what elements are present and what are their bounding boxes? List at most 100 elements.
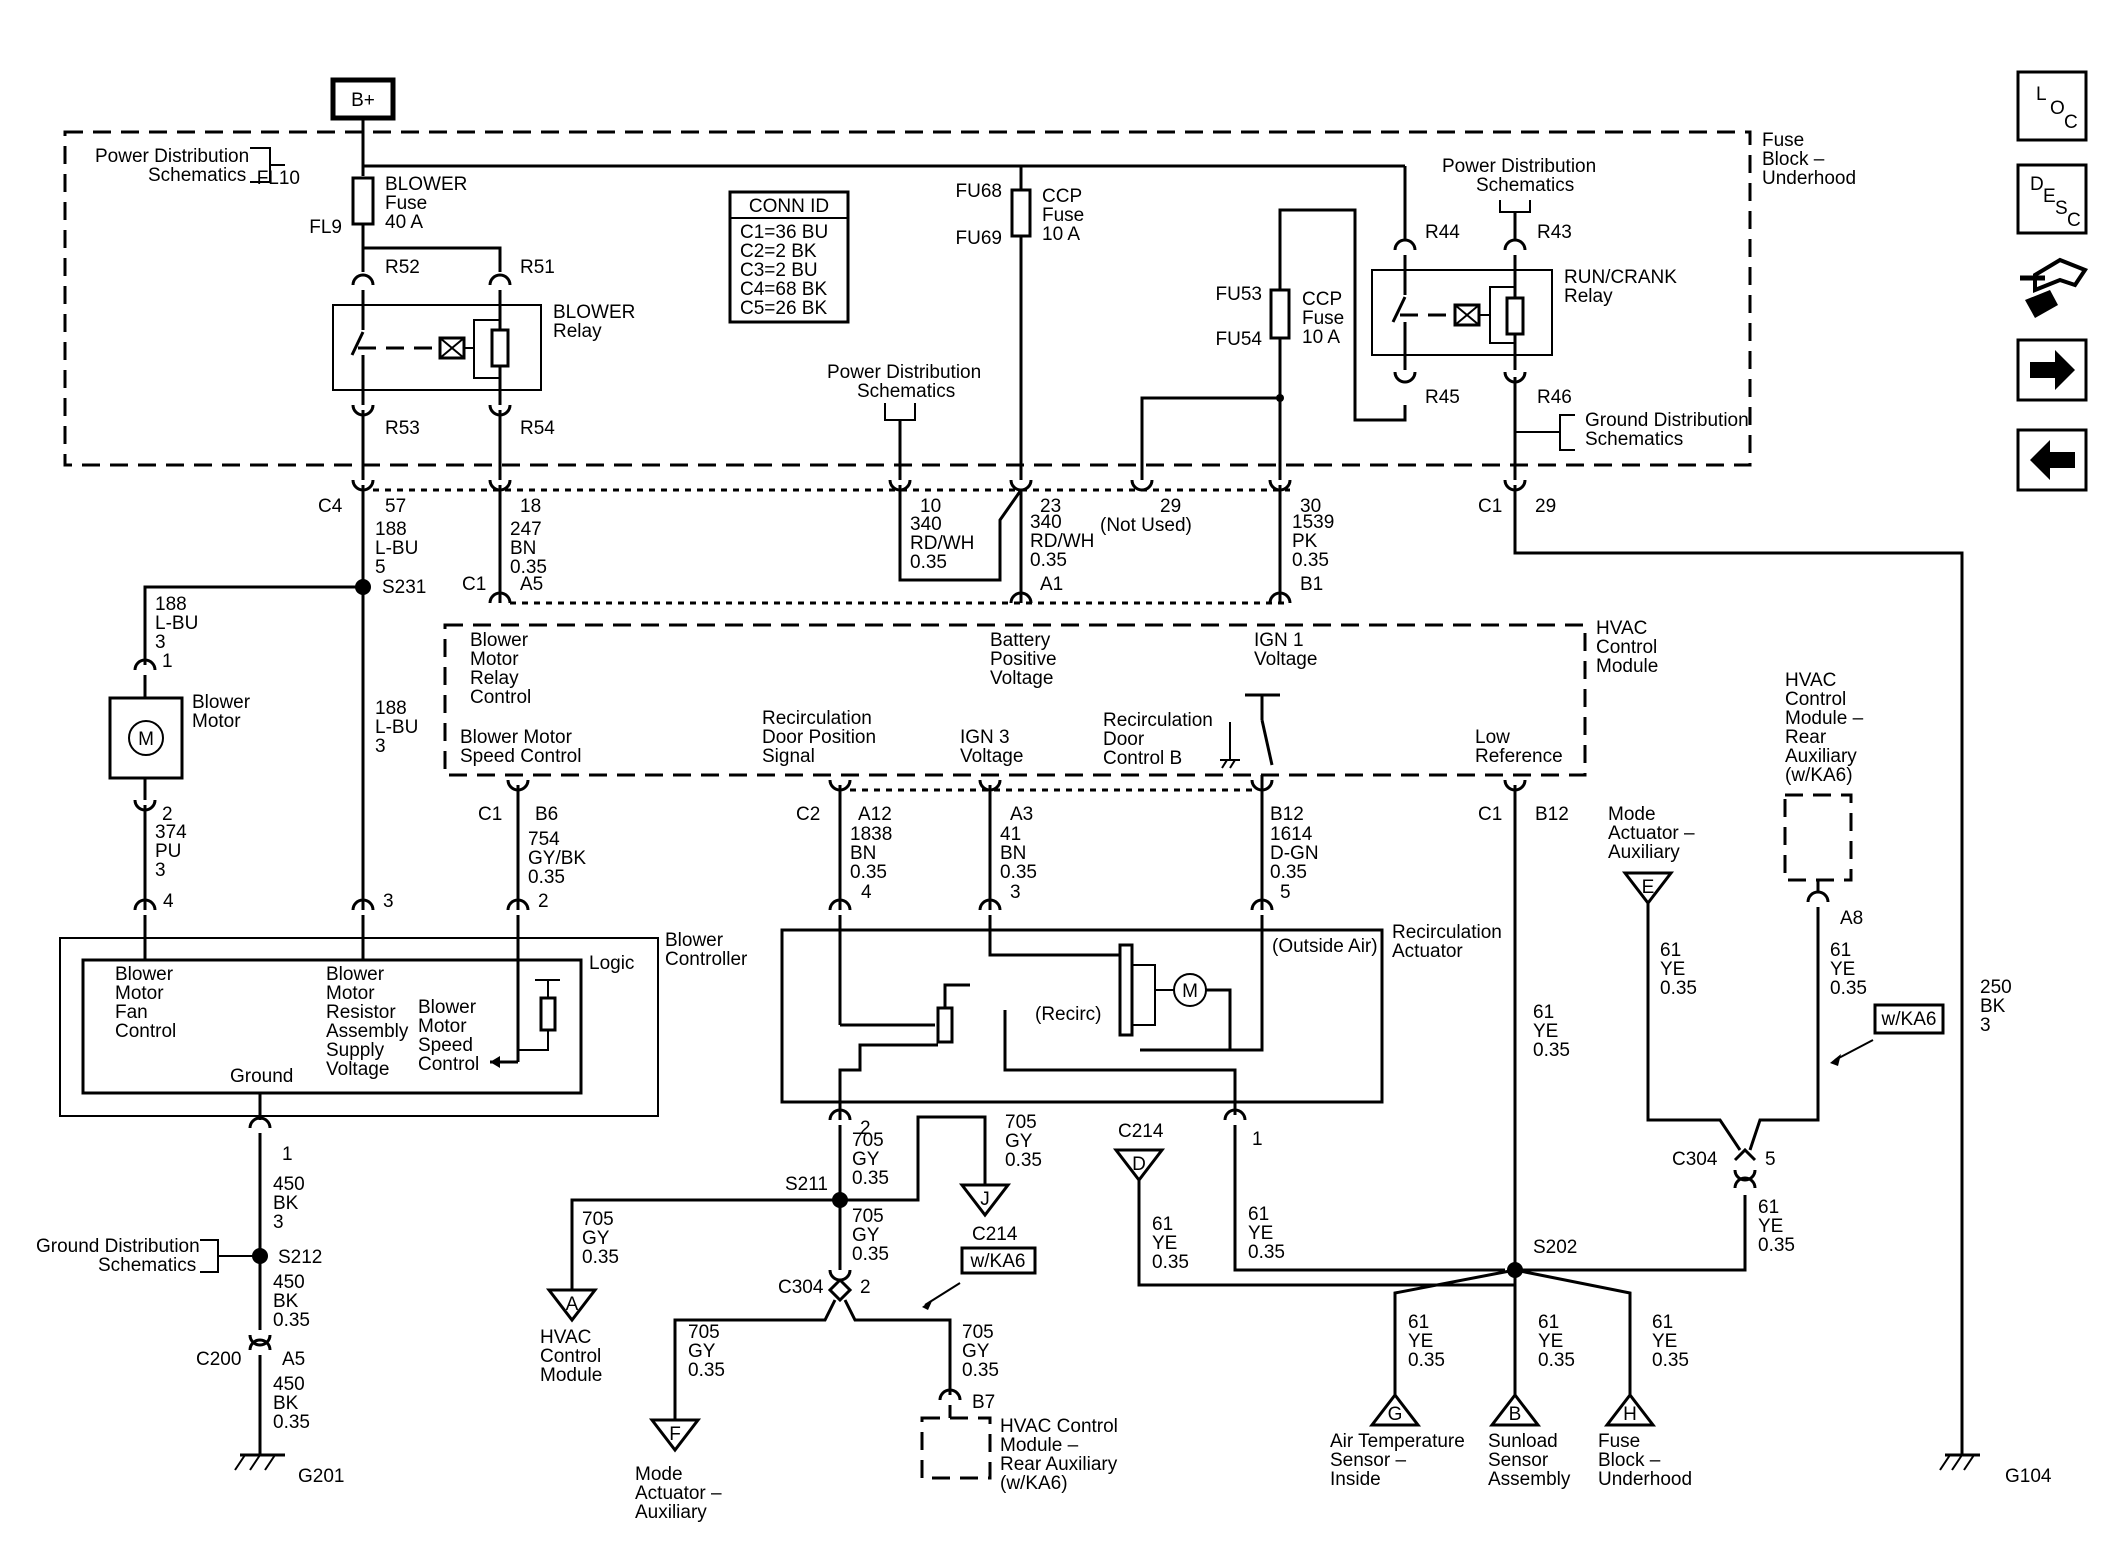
connector-d xyxy=(1112,1148,1166,1183)
wka6-tag-2-label: w/KA6 xyxy=(1881,1009,1937,1030)
connector-a-label: A xyxy=(566,1294,579,1315)
conn-c2: C2 xyxy=(796,804,820,825)
bc-pin-3: 3 xyxy=(383,891,394,912)
not-used-label: (Not Used) xyxy=(1100,515,1192,536)
conn-c200: C200 xyxy=(196,1349,241,1370)
connector-swap-icon[interactable] xyxy=(2020,257,2089,318)
conn-c1-b12: C1 xyxy=(1478,804,1502,825)
pin-29: 29 xyxy=(1160,496,1181,517)
ccp-fuse-1-bottom: FU69 xyxy=(956,228,1002,249)
nav-desc-button[interactable]: D E S C xyxy=(2016,163,2088,235)
pin-b12: B12 xyxy=(1270,804,1304,825)
connector-j xyxy=(958,1183,1012,1218)
pin-r44: R44 xyxy=(1425,222,1460,243)
c304-pin-5: 5 xyxy=(1765,1149,1776,1170)
hvac-rear-aux-left xyxy=(920,1416,992,1480)
ccp-fuse-1 xyxy=(1010,188,1032,238)
wka6-tag-2 xyxy=(1873,1003,1945,1035)
b-plus-label: B+ xyxy=(351,90,375,111)
blower-motor xyxy=(108,696,184,780)
pin-a12: A12 xyxy=(858,804,892,825)
conn-c304-left: C304 xyxy=(778,1277,824,1298)
ra-pin-2: 2 xyxy=(860,1118,871,1139)
nav-loc-button[interactable]: L O C xyxy=(2016,70,2088,142)
recirc-motor-symbol: M xyxy=(1182,981,1198,1002)
wka6-tag-1-label: w/KA6 xyxy=(970,1251,1026,1272)
ccp-fuse-1-top: FU68 xyxy=(956,181,1002,202)
pin-10: 10 xyxy=(920,496,941,517)
connector-d-label: D xyxy=(1132,1154,1146,1175)
splice-s231-label: S231 xyxy=(382,577,426,598)
splice-s202-label: S202 xyxy=(1533,1237,1577,1258)
connector-g xyxy=(1368,1392,1422,1427)
bc-ground-label: Ground xyxy=(230,1066,293,1087)
ground-g201: G201 xyxy=(298,1466,344,1487)
pin-r52: R52 xyxy=(385,257,420,278)
pin-1-ground: 1 xyxy=(282,1144,293,1165)
ccp-fuse-2-top: FU53 xyxy=(1216,284,1262,305)
pin-b1: B1 xyxy=(1300,574,1323,595)
arrow-left-icon[interactable] xyxy=(2016,428,2088,492)
svg-text:L: L xyxy=(2036,84,2047,105)
pin-r53: R53 xyxy=(385,418,420,439)
blower-motor-pin2: 2 xyxy=(162,804,173,825)
blower-fuse-top: FL10 xyxy=(257,168,300,189)
pin-a8: A8 xyxy=(1840,908,1863,929)
hvac-control-module xyxy=(443,623,1587,777)
wka6-tag-1 xyxy=(960,1246,1037,1275)
svg-text:C: C xyxy=(2067,210,2081,231)
wire-250-bk xyxy=(1513,485,1964,1455)
bc-pin-2: 2 xyxy=(538,891,549,912)
ccp-fuse-2-bottom: FU54 xyxy=(1216,329,1263,350)
conn-id-box xyxy=(728,190,850,324)
svg-text:E: E xyxy=(2043,186,2056,207)
ra-pin-5: 5 xyxy=(1280,882,1291,903)
connector-e xyxy=(1621,871,1675,906)
pin-r54: R54 xyxy=(520,418,555,439)
pin-23: 23 xyxy=(1040,496,1061,517)
connector-f-label: F xyxy=(669,1424,681,1445)
pin-b6: B6 xyxy=(535,804,558,825)
svg-text:D: D xyxy=(2030,174,2044,195)
runcrank-relay xyxy=(1371,269,1553,356)
outside-air-label: (Outside Air) xyxy=(1272,936,1378,957)
arrow-right-icon[interactable] xyxy=(2016,338,2088,402)
conn-c214-j: C214 xyxy=(972,1224,1018,1245)
blower-controller xyxy=(59,937,659,1117)
pin-18: 18 xyxy=(520,496,541,517)
recirc-actuator xyxy=(780,928,1384,1104)
